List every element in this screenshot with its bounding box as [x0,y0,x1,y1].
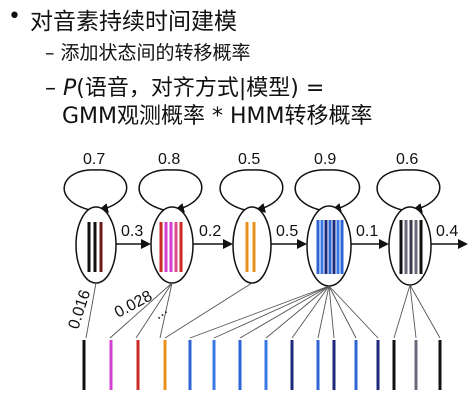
self-loop-label-3: 0.5 [238,151,260,168]
sub-item-3-text: GMM观测概率 * HMM转移概率 [62,104,373,129]
state-2-bars [159,222,183,272]
self-loop-label-1: 0.7 [83,151,105,168]
sub-item-1: – 添加状态间的转移概率 [45,38,251,65]
sub-item-2-text: (语音，对齐方式|模型) = [76,76,325,101]
emission-label-1: 0.016 [66,288,95,331]
self-loop-5 [376,169,441,213]
self-loop-label-4: 0.9 [314,151,336,168]
transition-label-1: 0.3 [121,223,143,240]
state-1-bars [87,222,103,272]
sub-item-1-text: 添加状态间的转移概率 [60,42,251,64]
self-loop-3 [219,169,284,213]
self-loop-label-5: 0.6 [396,151,418,168]
emission-lines [85,282,441,339]
observation-bars [82,340,442,390]
dash-1: – [45,42,55,64]
sub-item-3: GMM观测概率 * HMM转移概率 [62,98,373,130]
self-loops [63,169,441,213]
transition-label-4: 0.1 [356,223,378,240]
self-loop-1 [63,169,128,213]
state-3-bars [245,222,256,272]
emission-label-2: 0.028 [112,288,155,322]
state-5-bars [399,220,423,274]
sub-item-2: – P(语音，对齐方式|模型) = [45,70,324,102]
self-loop-4 [294,169,361,213]
dash-2: – [45,76,56,101]
bullet-marker: • [8,4,21,29]
slide-title: 对音素持续时间建模 [30,9,237,35]
self-loop-2 [138,169,203,213]
state-4-bars [316,220,344,274]
transition-label-2: 0.2 [199,223,221,240]
prob-symbol: P [63,76,77,101]
transition-label-5: 0.4 [436,223,458,240]
state-3 [232,206,272,284]
self-loop-label-2: 0.8 [158,151,180,168]
transition-label-3: 0.5 [276,223,298,240]
